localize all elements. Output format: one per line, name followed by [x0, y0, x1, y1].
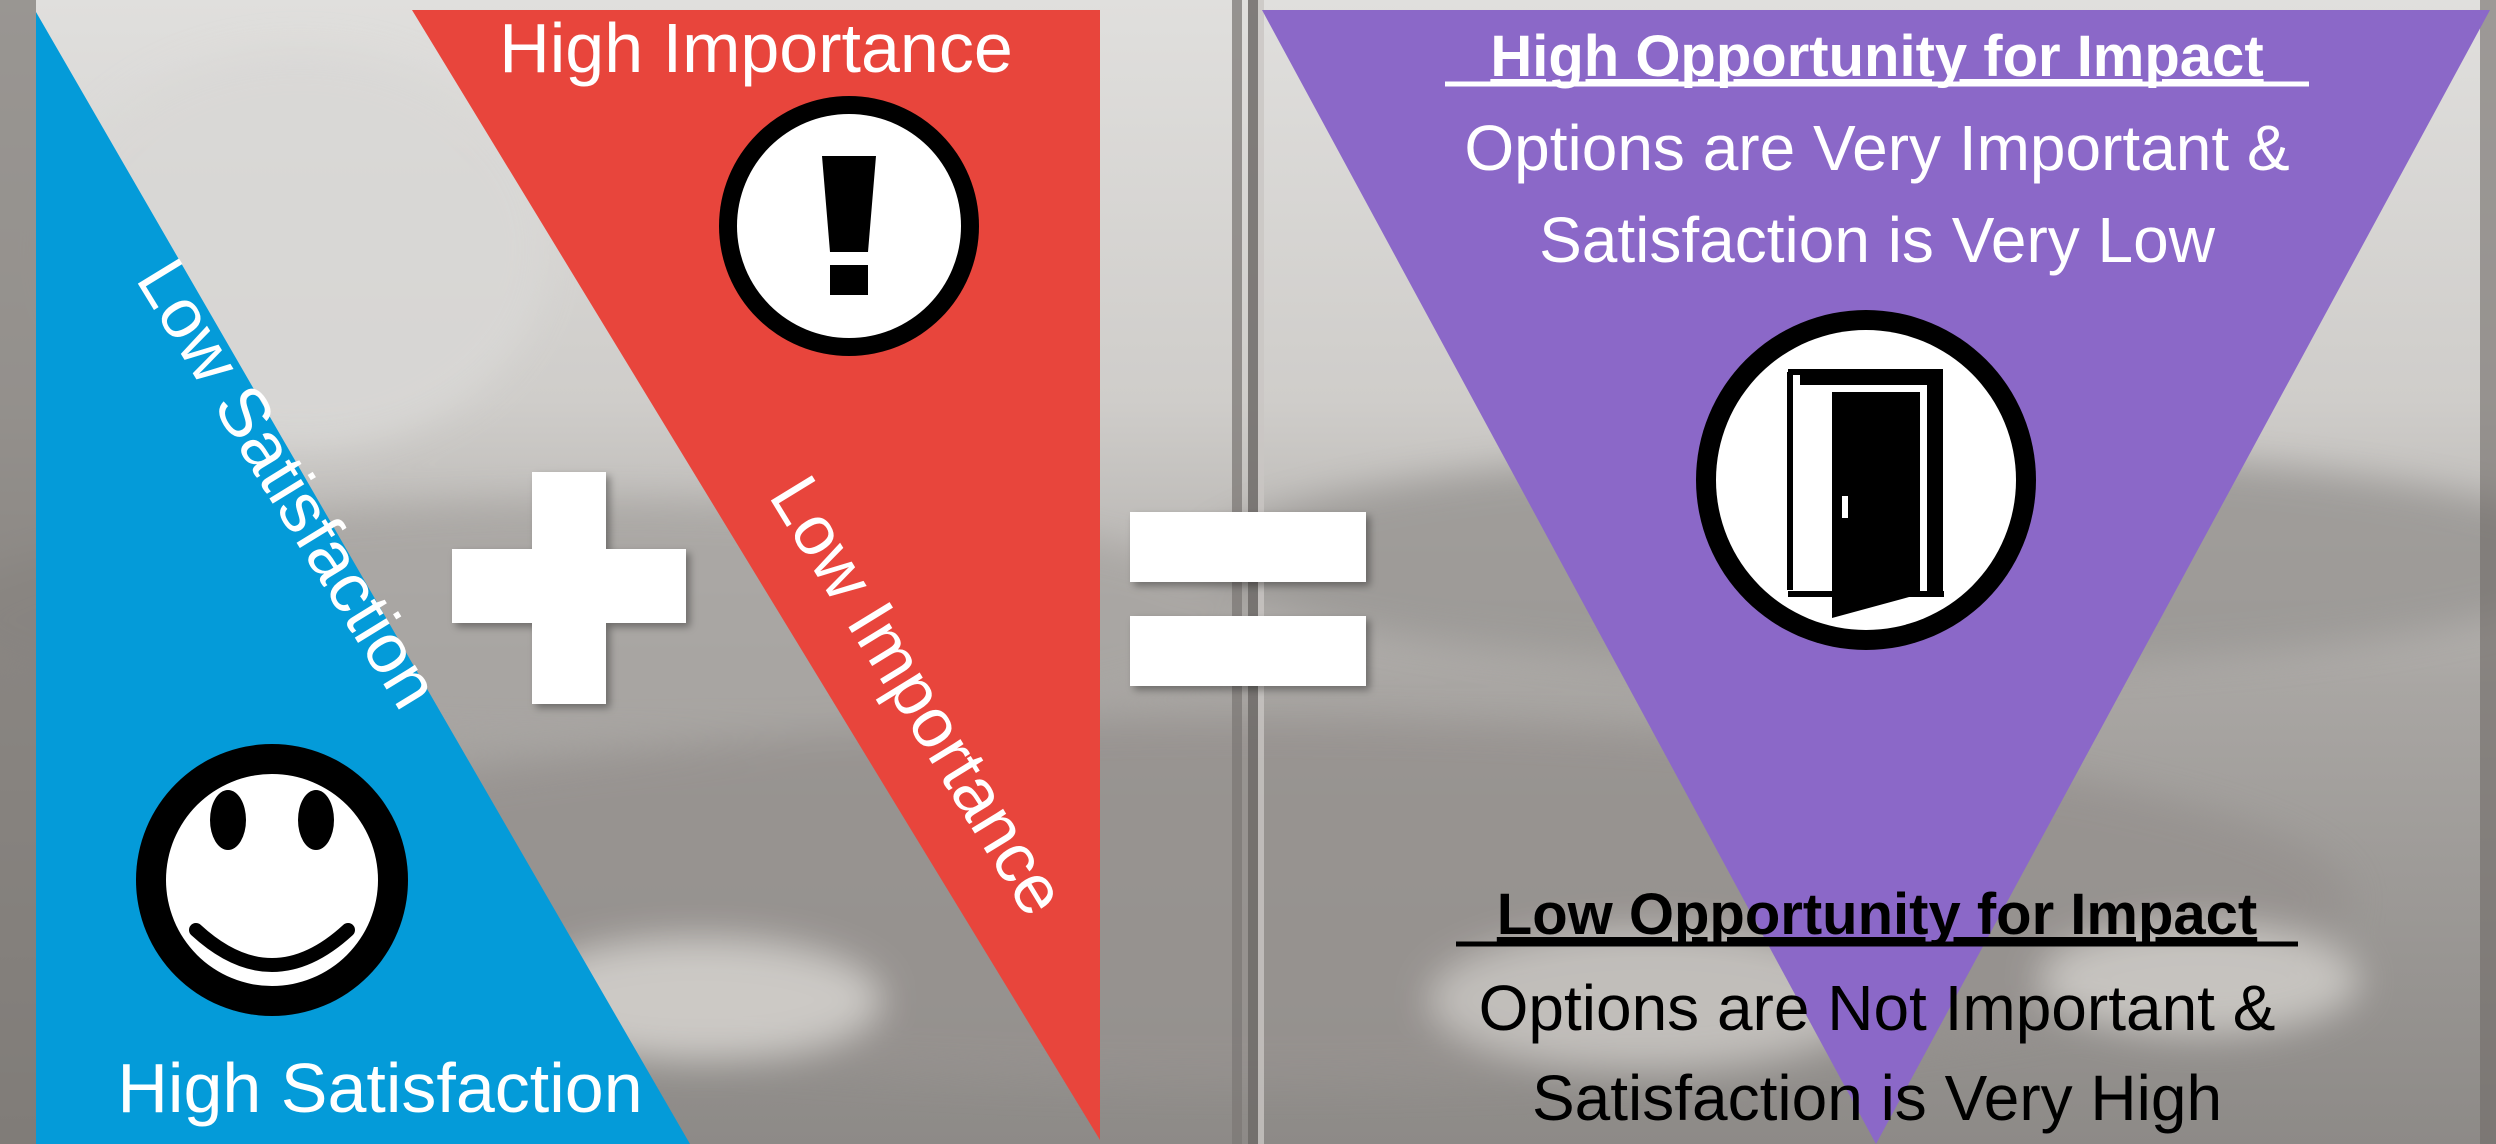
- exclamation-icon: [719, 96, 979, 356]
- high-opportunity-block: High Opportunity for Impact Options are …: [1445, 24, 2309, 276]
- low-opportunity-line1: Options are Not Important &: [1479, 972, 2276, 1044]
- open-door-icon: [1696, 310, 2036, 650]
- high-satisfaction-label: High Satisfaction: [117, 1049, 642, 1127]
- equals-operator: [1130, 512, 1366, 686]
- high-opportunity-line1: Options are Very Important &: [1464, 112, 2289, 184]
- low-opportunity-block: Low Opportunity for Impact Options are N…: [1456, 882, 2298, 1134]
- plus-operator: [452, 472, 686, 704]
- high-opportunity-heading: High Opportunity for Impact: [1490, 24, 2263, 89]
- opportunity-triangle: [1262, 10, 2490, 1144]
- high-importance-label: High Importance: [499, 9, 1013, 87]
- low-opportunity-line2: Satisfaction is Very High: [1532, 1062, 2222, 1134]
- low-opportunity-heading: Low Opportunity for Impact: [1497, 882, 2257, 947]
- smiley-face-icon: [136, 744, 408, 1016]
- high-opportunity-line2: Satisfaction is Very Low: [1539, 204, 2216, 276]
